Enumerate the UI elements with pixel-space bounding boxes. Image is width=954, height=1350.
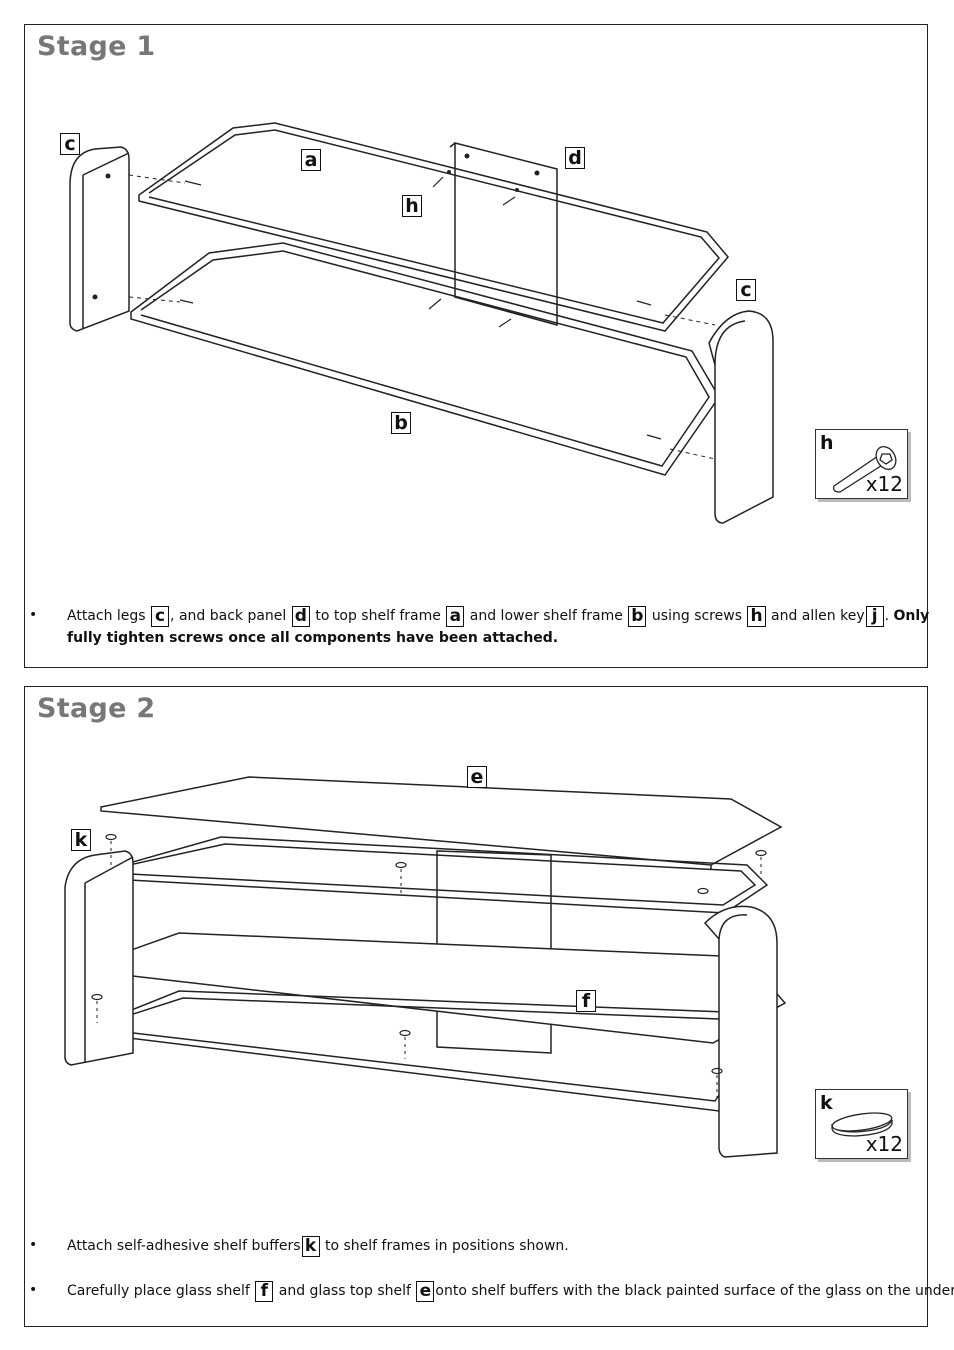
- inline-label-f: f: [255, 1280, 274, 1302]
- stage-1-title: Stage 1: [37, 31, 156, 62]
- inline-label-k: k: [301, 1235, 320, 1257]
- stage-1-panel: Stage 1: [24, 24, 930, 668]
- parts-label-k: k: [820, 1092, 833, 1114]
- instruction-emphasis: Only: [893, 608, 930, 624]
- bullet-dot: •: [29, 1282, 38, 1298]
- stage-2-title: Stage 2: [37, 693, 156, 724]
- stage-2-illustration: [64, 776, 787, 1158]
- instruction-line-1: Attach legs c, and back panel d to top s…: [67, 605, 930, 627]
- label-h: h: [402, 195, 422, 217]
- parts-box-screws: h x12: [815, 429, 908, 499]
- instruction-line: Carefully place glass shelf f and glass …: [67, 1280, 954, 1302]
- screw-icon: [832, 446, 897, 493]
- inline-label-c: c: [151, 605, 170, 627]
- inline-label-e: e: [416, 1280, 435, 1302]
- label-k: k: [71, 829, 91, 851]
- parts-qty: x12: [865, 1132, 903, 1156]
- bullet-dot: •: [29, 1237, 38, 1253]
- label-d: d: [565, 147, 585, 169]
- label-c-right: c: [736, 279, 756, 301]
- label-e: e: [467, 766, 487, 788]
- inline-label-b: b: [628, 605, 647, 627]
- label-b: b: [391, 412, 411, 434]
- parts-box-buffers: k x12: [815, 1089, 908, 1159]
- stage-2-panel: Stage 2: [24, 686, 954, 1327]
- bullet-dot: •: [29, 607, 38, 623]
- inline-label-h: h: [747, 605, 766, 627]
- label-f: f: [576, 990, 596, 1012]
- inline-label-j: j: [865, 605, 884, 627]
- label-c-left: c: [60, 133, 80, 155]
- buffer-icon: [831, 1112, 893, 1137]
- label-a: a: [301, 149, 321, 171]
- parts-label-h: h: [820, 432, 834, 454]
- inline-label-a: a: [446, 605, 465, 627]
- instruction-line-2: fully tighten screws once all components…: [67, 630, 559, 646]
- inline-label-d: d: [291, 605, 310, 627]
- stage-1-illustration: [69, 122, 774, 524]
- parts-qty: x12: [865, 472, 903, 496]
